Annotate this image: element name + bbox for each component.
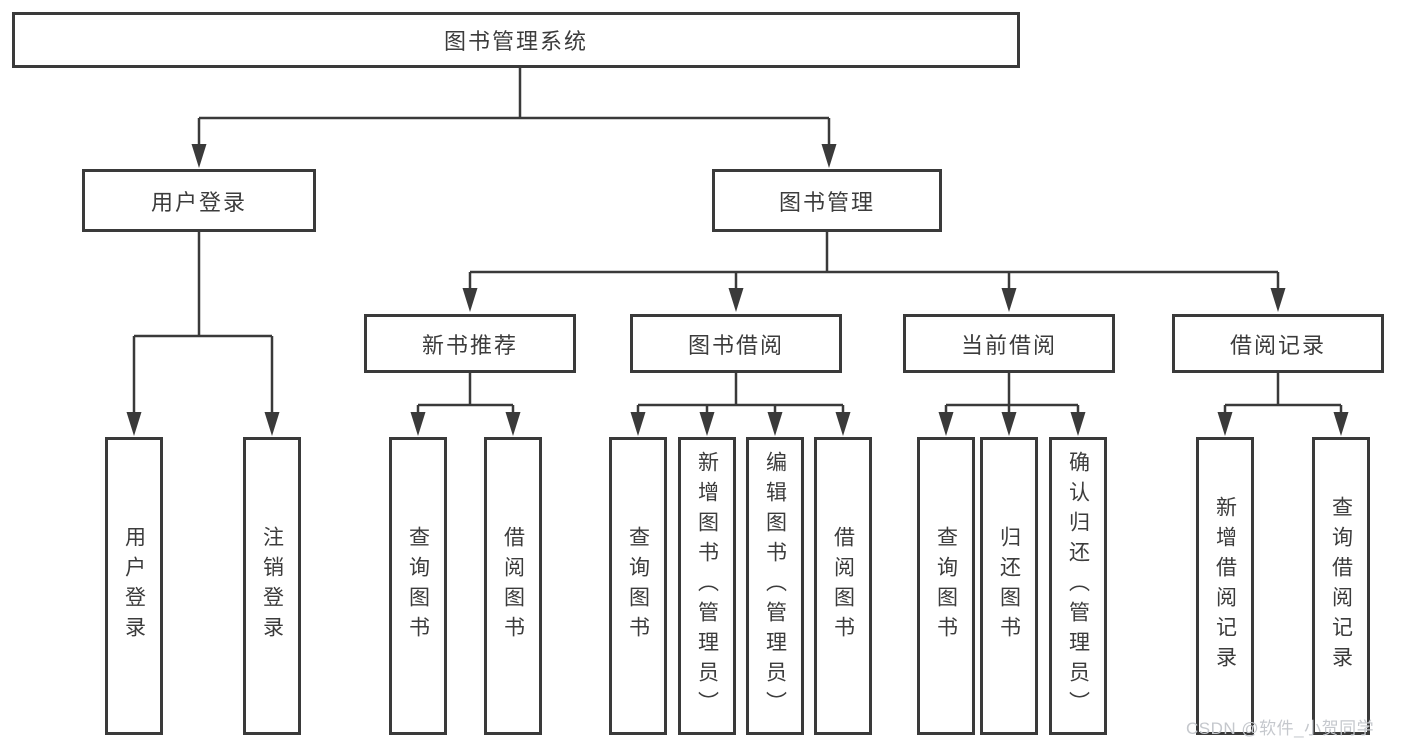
leaf-borrow-books-borrowing: 借阅图书 (814, 437, 872, 735)
leaf-query-books-current: 查询图书 (917, 437, 975, 735)
node-library-management-system: 图书管理系统 (12, 12, 1020, 68)
node-user-login: 用户登录 (82, 169, 316, 232)
leaf-borrow-books-recommend: 借阅图书 (484, 437, 542, 735)
leaf-query-borrow-record: 查询借阅记录 (1312, 437, 1370, 735)
connector-new-book-recommend-to-children (410, 373, 521, 436)
node-book-borrowing: 图书借阅 (630, 314, 842, 373)
connector-book-management-to-level3 (462, 232, 1286, 312)
node-current-borrowing: 当前借阅 (903, 314, 1115, 373)
connector-borrow-records-to-children (1217, 373, 1349, 436)
leaf-query-books-recommend: 查询图书 (389, 437, 447, 735)
node-book-management: 图书管理 (712, 169, 942, 232)
leaf-user-login: 用户登录 (105, 437, 163, 735)
connector-current-borrowing-to-children (938, 373, 1086, 436)
leaf-return-books: 归还图书 (980, 437, 1038, 735)
node-borrow-records: 借阅记录 (1172, 314, 1384, 373)
connector-book-borrowing-to-children (630, 373, 851, 436)
leaf-confirm-return-admin: 确认归还（管理员） (1049, 437, 1107, 735)
leaf-query-books-borrowing: 查询图书 (609, 437, 667, 735)
connector-user-login-to-children (126, 232, 280, 436)
leaf-logout: 注销登录 (243, 437, 301, 735)
connector-root-to-level2 (191, 68, 837, 168)
node-new-book-recommend: 新书推荐 (364, 314, 576, 373)
watermark-text: CSDN @软件_小贺同学 (1186, 719, 1375, 738)
leaf-add-books-admin: 新增图书（管理员） (678, 437, 736, 735)
leaf-add-borrow-record: 新增借阅记录 (1196, 437, 1254, 735)
leaf-edit-books-admin: 编辑图书（管理员） (746, 437, 804, 735)
